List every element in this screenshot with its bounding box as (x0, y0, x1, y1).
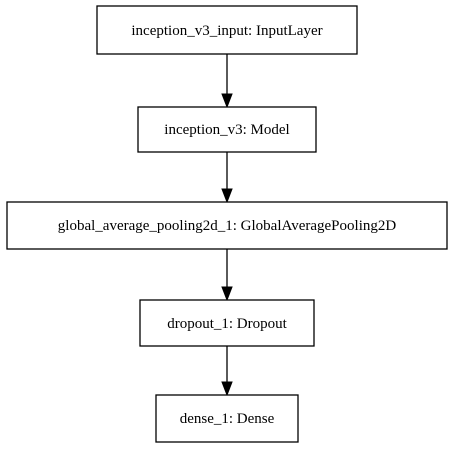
edge-model-to-pooling (221, 152, 233, 204)
node-global-average-pooling: global_average_pooling2d_1: GlobalAverag… (6, 201, 448, 250)
node-dropout: dropout_1: Dropout (139, 299, 315, 347)
edge-input-to-model (221, 54, 233, 109)
node-label: dense_1: Dense (180, 411, 275, 427)
edge-dropout-to-dense (221, 346, 233, 397)
edge-pooling-to-dropout (221, 249, 233, 302)
edges (221, 54, 233, 397)
node-inception-v3-input: inception_v3_input: InputLayer (96, 5, 358, 55)
node-label: dropout_1: Dropout (167, 316, 287, 332)
node-label: global_average_pooling2d_1: GlobalAverag… (58, 218, 397, 234)
node-dense: dense_1: Dense (155, 394, 299, 443)
node-label: inception_v3_input: InputLayer (131, 23, 322, 39)
node-inception-v3: inception_v3: Model (137, 106, 317, 153)
node-label: inception_v3: Model (164, 122, 289, 138)
